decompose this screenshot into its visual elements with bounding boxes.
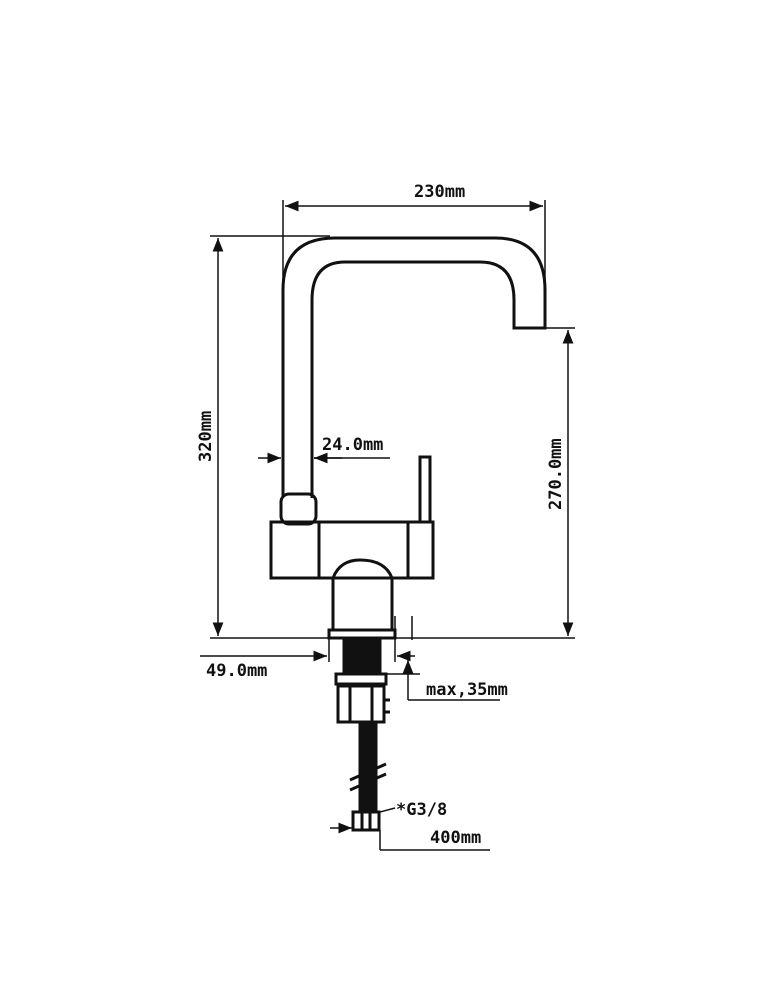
hose-break-2 [349, 772, 387, 792]
faucet-neck [331, 558, 394, 632]
mixer-body [269, 520, 435, 580]
label-320mm: 320mm [196, 411, 216, 462]
end-fitting [351, 810, 381, 832]
label-270mm: 270.0mm [546, 438, 566, 510]
label-400mm: 400mm [430, 828, 481, 848]
faucet-outline [269, 236, 547, 832]
label-49mm: 49.0mm [206, 661, 267, 681]
dimension-lines [200, 200, 575, 851]
label-max35mm: max,35mm [426, 680, 508, 700]
label-230mm: 230mm [414, 182, 465, 202]
hose [358, 720, 378, 814]
label-24mm: 24.0mm [322, 435, 383, 455]
hose-break-1 [349, 762, 387, 782]
washer [334, 672, 388, 686]
label-g38: *G3/8 [396, 800, 447, 820]
spout-outer-line [281, 236, 547, 498]
spout-collar [279, 492, 318, 526]
handle-lever [418, 455, 432, 524]
mounting-stud [342, 636, 382, 676]
thread-leader [379, 807, 396, 813]
mounting-nut [336, 684, 386, 724]
